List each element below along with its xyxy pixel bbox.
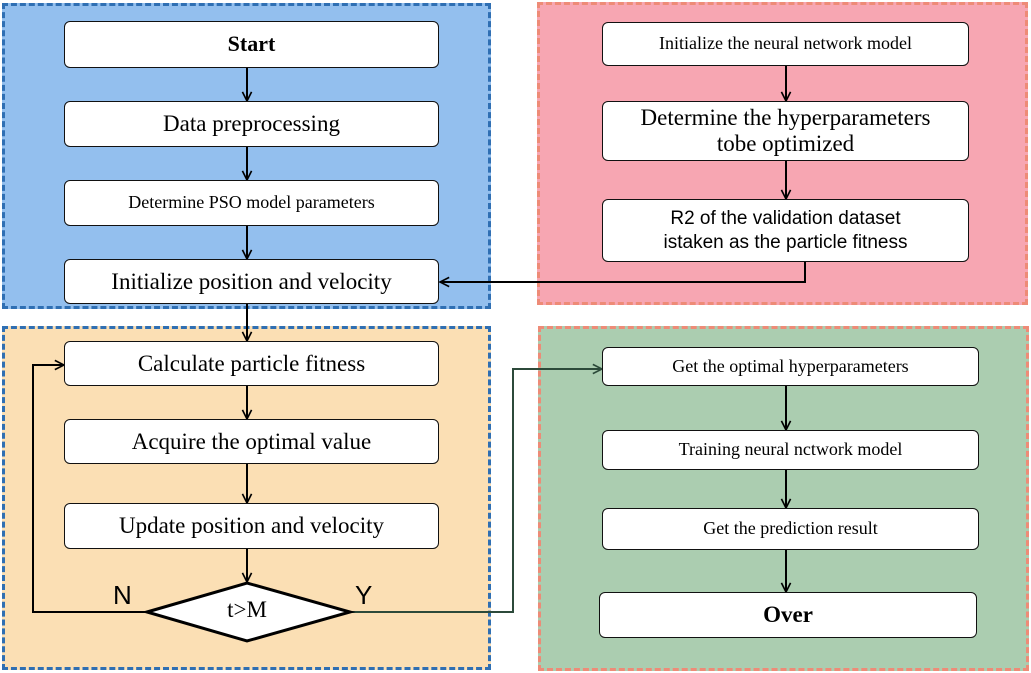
start-box: Start bbox=[64, 21, 439, 68]
optimal-value-label: Acquire the optimal value bbox=[131, 428, 372, 454]
hyperparameters-line2: tobe optimized bbox=[716, 131, 855, 156]
pso-params-box: Determine PSO model parameters bbox=[64, 180, 439, 226]
arrow-no-loop-back bbox=[32, 365, 147, 613]
update-box: Update position and velocity bbox=[64, 503, 439, 549]
update-label: Update position and velocity bbox=[118, 513, 385, 539]
r2-fitness-box: R2 of the validation dataset istaken as … bbox=[602, 199, 969, 262]
hyperparameters-line1: Determine the hyperparameters bbox=[640, 104, 931, 130]
yes-branch-label: Y bbox=[355, 580, 373, 610]
decision-diamond bbox=[141, 581, 356, 643]
over-box: Over bbox=[599, 592, 977, 638]
pso-params-label: Determine PSO model parameters bbox=[128, 192, 375, 213]
r2-fitness-line1: R2 of the validation dataset bbox=[670, 207, 901, 229]
training-box: Training neural nctwork model bbox=[602, 430, 979, 470]
init-model-box: Initialize the neural network model bbox=[602, 22, 969, 66]
preprocess-label: Data preprocessing bbox=[163, 111, 340, 137]
optimal-hyper-label: Get the optimal hyperparameters bbox=[672, 355, 909, 376]
training-label: Training neural nctwork model bbox=[678, 439, 903, 460]
fitness-label: Calculate particle fitness bbox=[137, 350, 366, 376]
optimal-value-box: Acquire the optimal value bbox=[64, 419, 439, 464]
prediction-box: Get the prediction result bbox=[602, 508, 979, 550]
init-position-box: Initialize position and velocity bbox=[64, 259, 439, 304]
hyperparameters-box: Determine the hyperparameters tobe optim… bbox=[602, 101, 969, 161]
preprocess-box: Data preprocessing bbox=[64, 101, 439, 147]
fitness-box: Calculate particle fitness bbox=[64, 341, 439, 386]
over-label: Over bbox=[763, 602, 813, 628]
decision-condition-label: t>M bbox=[227, 597, 267, 622]
arrow-r2-to-init bbox=[440, 262, 806, 282]
init-model-label: Initialize the neural network model bbox=[659, 33, 912, 54]
no-branch-label: N bbox=[113, 580, 132, 610]
prediction-label: Get the prediction result bbox=[703, 518, 878, 539]
arrow-yes-to-result bbox=[350, 369, 602, 613]
r2-fitness-line2: istaken as the particle fitness bbox=[663, 231, 908, 253]
optimal-hyper-box: Get the optimal hyperparameters bbox=[602, 347, 979, 386]
start-label: Start bbox=[227, 31, 276, 57]
init-position-label: Initialize position and velocity bbox=[111, 268, 392, 294]
